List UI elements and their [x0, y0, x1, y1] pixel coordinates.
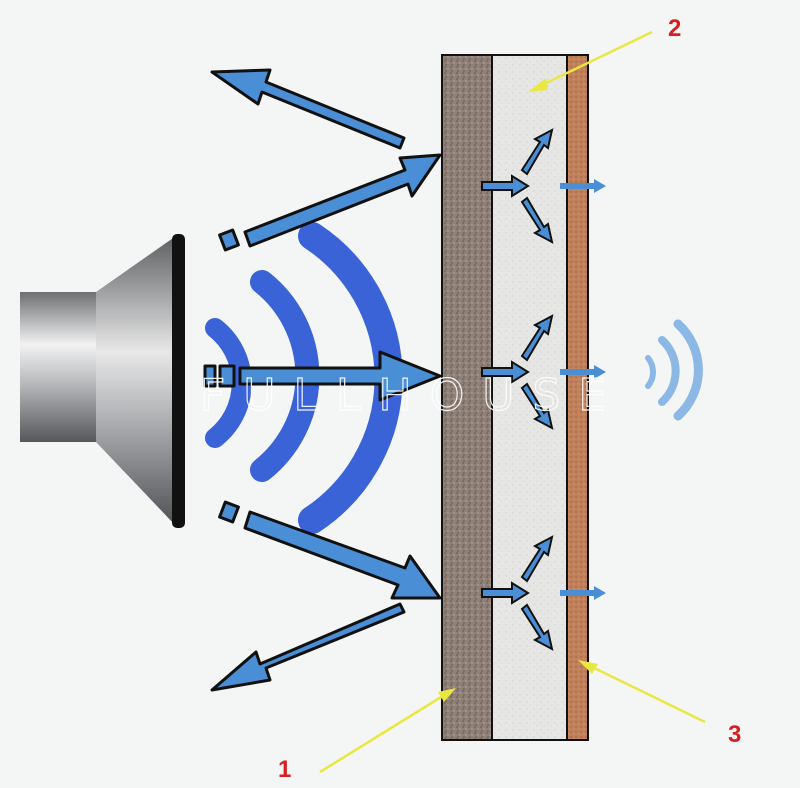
- label-layer-3: 3: [728, 721, 741, 748]
- transmitted-sound-wave-icon: [645, 319, 703, 421]
- watermark: FULLHOUSE: [200, 370, 624, 421]
- label-layer-1: 1: [278, 756, 291, 783]
- pointers: [319, 30, 706, 774]
- layer-1-dense: [441, 54, 493, 741]
- speaker-icon: [20, 234, 185, 528]
- reflected-arrow-icon: [203, 68, 442, 692]
- label-layer-2: 2: [668, 15, 681, 42]
- transmitted-arrow-icon: [481, 128, 607, 650]
- layer-3-facing: [566, 54, 589, 741]
